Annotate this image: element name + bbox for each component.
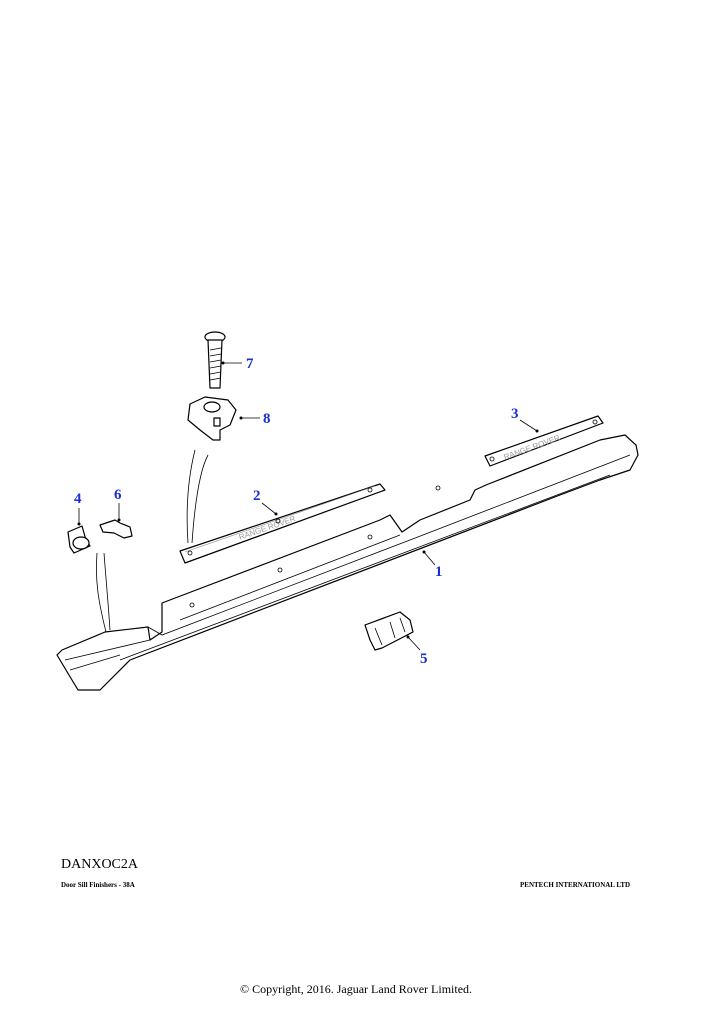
vendor-name: PENTECH INTERNATIONAL LTD: [520, 881, 631, 889]
callout-2[interactable]: 2: [253, 488, 261, 504]
screw-part-7[interactable]: [204, 331, 226, 389]
bracket-part-5[interactable]: [364, 611, 414, 651]
callout-3[interactable]: 3: [511, 406, 519, 422]
copyright: © Copyright, 2016. Jaguar Land Rover Lim…: [239, 982, 473, 996]
stud-part-6[interactable]: [99, 519, 133, 539]
diagram-code: DANXOC2A: [61, 857, 138, 872]
grommet-part-4[interactable]: [67, 525, 91, 554]
callout-5[interactable]: 5: [420, 651, 428, 667]
callout-7[interactable]: 7: [246, 356, 254, 372]
callout-4[interactable]: 4: [74, 491, 82, 507]
leader-lines: [77, 361, 539, 651]
plate-lettering: RANGE ROVER: [238, 514, 297, 542]
clip-part-8[interactable]: [187, 396, 237, 441]
tread-plate-part-2[interactable]: RANGE ROVER: [179, 483, 386, 564]
callout-6[interactable]: 6: [114, 487, 122, 503]
diagram-title: Door Sill Finishers - 38A: [61, 881, 135, 889]
callout-8[interactable]: 8: [263, 411, 271, 427]
callout-1[interactable]: 1: [435, 564, 443, 580]
door-sill-finisher-part-1[interactable]: [56, 434, 639, 691]
